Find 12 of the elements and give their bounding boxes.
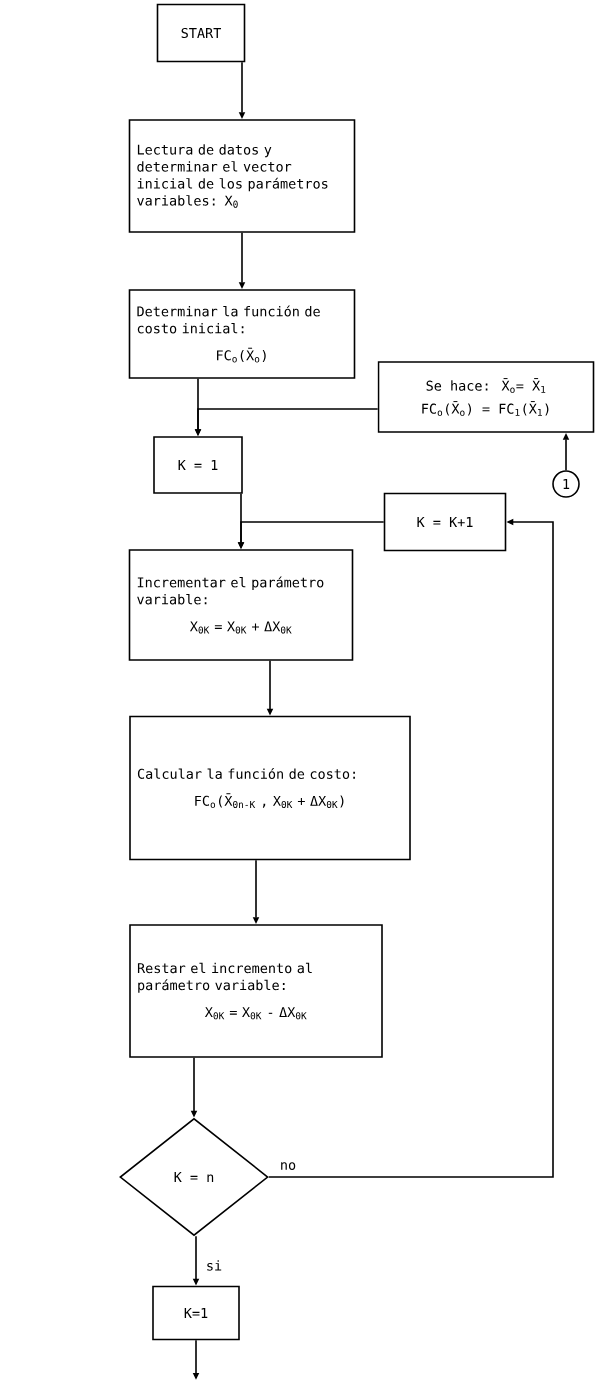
process-box: Se hace: X̄$_{o}$= X̄$_{1}$ FC$_{o}$(X̄$_{o}$) = FC$_{1}$(X̄$_{1}$) xyxy=(377,361,595,433)
process-box: K = K+1 xyxy=(383,492,507,552)
process-box: Calcular la función de costo: FC$_{o}$(X̄$_{0n-K}$ , X$_{0K}$ + ΔX$_{0K}$) xyxy=(129,715,411,861)
process-box: START xyxy=(156,3,246,63)
edge-label: no xyxy=(278,1161,298,1171)
process-box: K = 1 xyxy=(153,436,243,494)
process-box: Lectura de datos y determinar el vector inicial de los parámetros variables: X$_{0}$ xyxy=(128,119,356,233)
process-box: Determinar la función de costo inicial: FC$_{o}$(X̄$_{o}$) xyxy=(128,289,356,379)
edge-label: si xyxy=(204,1259,224,1272)
process-box: Incrementar el parámetro variable: X$_{0K}$ = X$_{0K}$ + ΔX$_{0K}$ xyxy=(128,549,354,661)
process-box: K=1 xyxy=(152,1285,240,1341)
process-box: Restar el incremento al parámetro variable: X$_{0K}$ = X$_{0K}$ - ΔX$_{0K}$ xyxy=(129,924,383,1058)
